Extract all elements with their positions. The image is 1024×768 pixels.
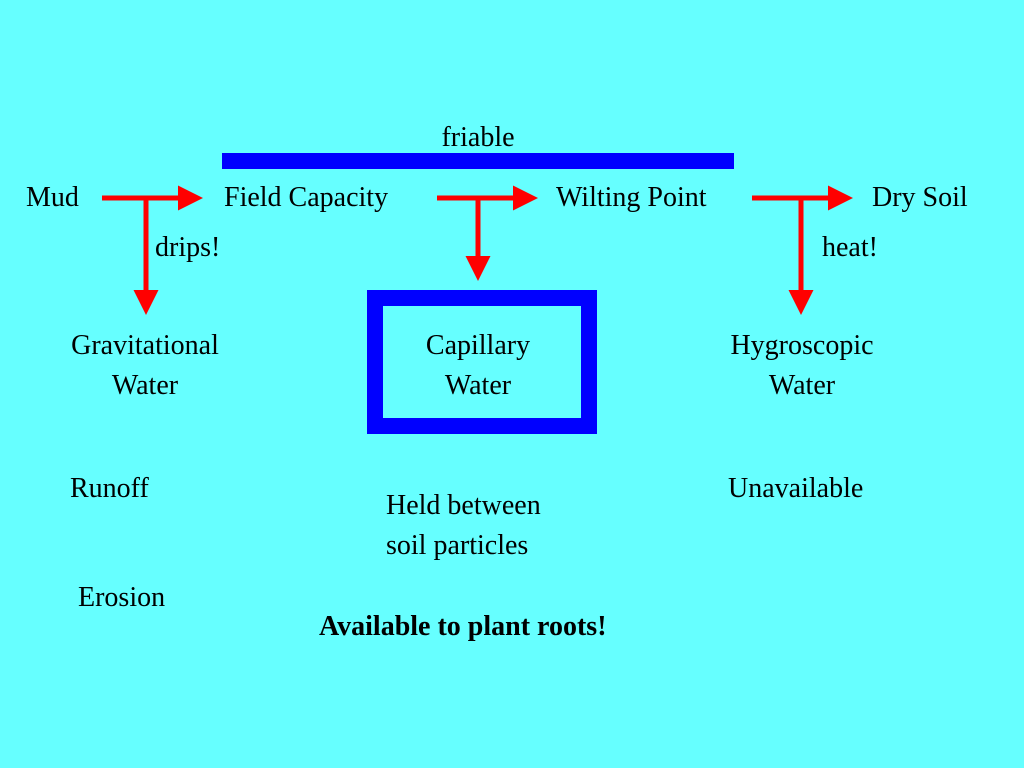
unavailable-note: Unavailable: [728, 473, 864, 504]
cause-heat: heat!: [822, 232, 878, 263]
friable-range-bar: [222, 153, 734, 169]
hygroscopic-line-1: Hygroscopic: [730, 330, 874, 361]
gravitational-water-label: Gravitational Water: [40, 330, 250, 402]
state-field-capacity: Field Capacity: [224, 182, 389, 213]
state-mud: Mud: [26, 182, 79, 213]
cause-drips: drips!: [155, 232, 221, 263]
capillary-line-2: Water: [444, 370, 512, 401]
gravitational-line-2: Water: [111, 370, 179, 401]
erosion-note: Erosion: [78, 582, 166, 613]
runoff-note: Runoff: [70, 473, 149, 504]
capillary-water-label: Capillary Water: [383, 330, 573, 402]
state-wilting-point: Wilting Point: [556, 182, 707, 213]
friable-label: friable: [441, 122, 515, 153]
held-between-line-2: soil particles: [386, 530, 529, 561]
held-between-note: Held between soil particles: [386, 490, 541, 562]
gravitational-line-1: Gravitational: [71, 330, 219, 361]
capillary-line-1: Capillary: [425, 330, 531, 361]
held-between-line-1: Held between: [386, 490, 541, 521]
hygroscopic-line-2: Water: [768, 370, 836, 401]
available-to-roots-note: Available to plant roots!: [319, 611, 607, 642]
hygroscopic-water-label: Hygroscopic Water: [697, 330, 907, 402]
state-dry-soil: Dry Soil: [872, 182, 968, 213]
capillary-water-box: [367, 290, 597, 434]
